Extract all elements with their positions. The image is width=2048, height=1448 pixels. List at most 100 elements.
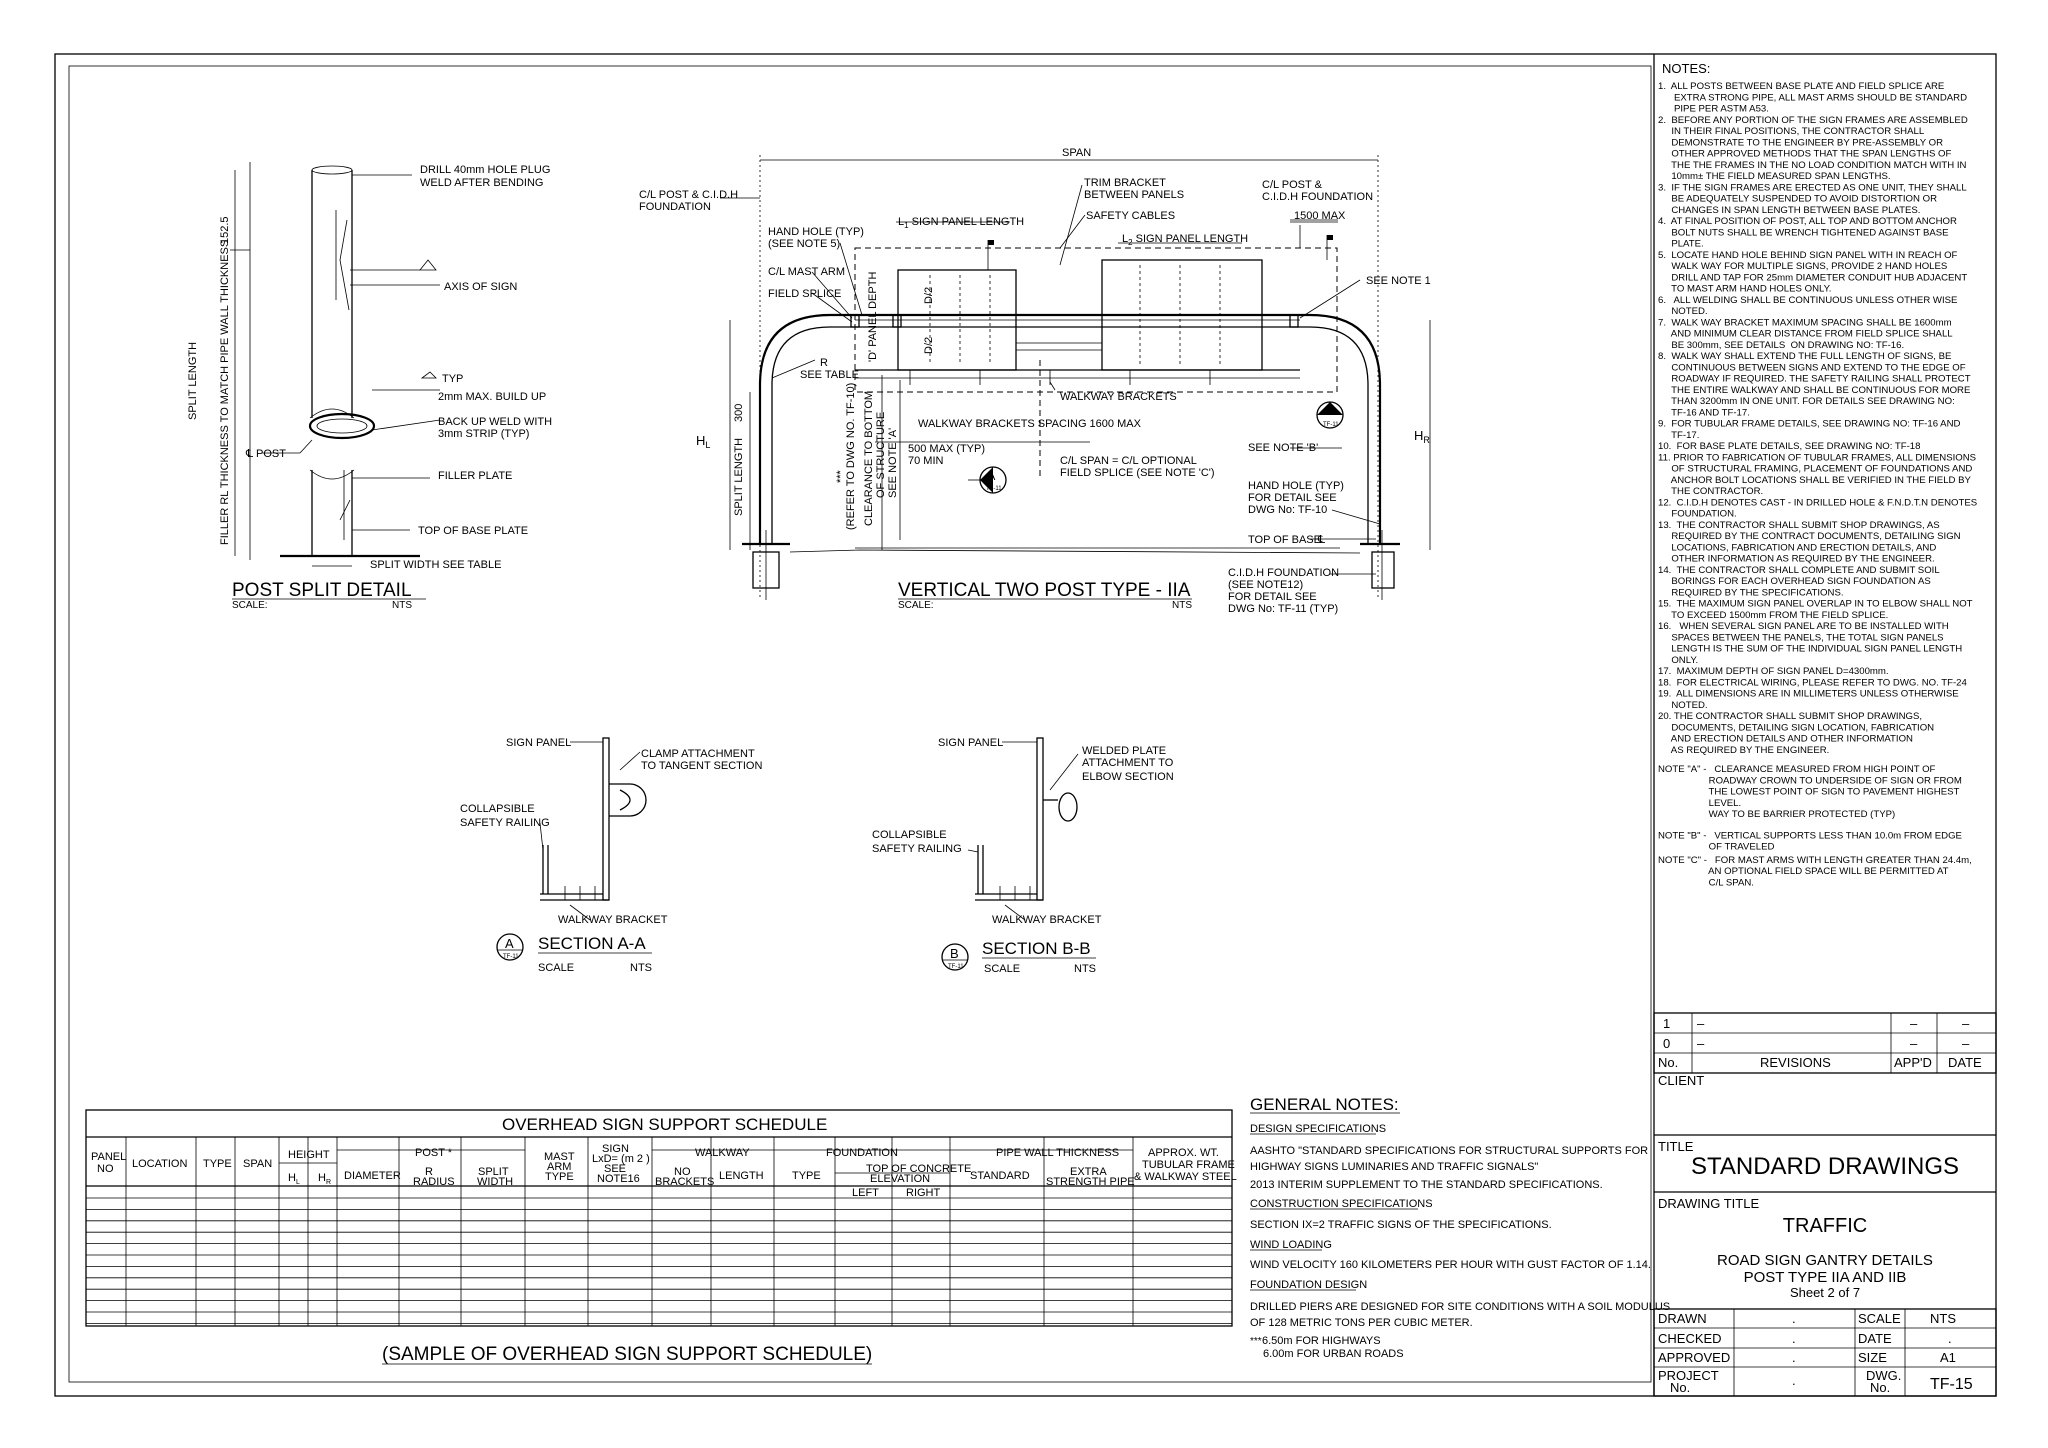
rev0-app: – — [1910, 1036, 1918, 1051]
cidh-label-4: DWG No: TF-11 (TYP) — [1228, 603, 1338, 615]
section-b-weld-3: ELBOW SECTION — [1082, 771, 1174, 783]
marker-b-letter: B — [1325, 406, 1332, 418]
rev1-desc: – — [1697, 1016, 1705, 1031]
note-line: 18. FOR ELECTRICAL WIRING, PLEASE REFER … — [1658, 677, 1968, 688]
cl-span-label-1: C/L SPAN = C/L OPTIONAL — [1060, 455, 1197, 467]
client-label: CLIENT — [1658, 1073, 1704, 1088]
h-standard: STANDARD — [970, 1170, 1030, 1182]
h-span: SPAN — [243, 1158, 272, 1170]
see-note-1-label: SEE NOTE 1 — [1366, 275, 1431, 287]
post-label: POST — [256, 448, 286, 460]
l1-letter: L — [898, 216, 904, 228]
note-line: BE 300mm, SEE DETAILS ON DRAWING NO: TF-… — [1658, 340, 1904, 351]
h-top-2: ELEVATION — [870, 1173, 930, 1185]
h-panel-1: PANEL — [91, 1151, 126, 1163]
schedule-caption: (SAMPLE OF OVERHEAD SIGN SUPPORT SCHEDUL… — [382, 1344, 872, 1365]
note-line: 1. ALL POSTS BETWEEN BASE PLATE AND FIEL… — [1658, 81, 1944, 92]
vertical-two-post-diagram: SPAN — [639, 147, 1431, 615]
h-walkway: WALKWAY — [695, 1147, 750, 1159]
note-line: PLATE. — [1658, 239, 1704, 250]
h-sw1: SPLIT — [478, 1166, 509, 1178]
rev-h-no: No. — [1658, 1055, 1678, 1070]
h-sign-2: LxD= (m 2 ) — [592, 1153, 650, 1165]
note-line: AND ERECTION DETAILS AND OTHER INFORMATI… — [1658, 734, 1913, 745]
note-line: NOTED. — [1658, 700, 1708, 711]
note-line: 4. AT FINAL POSITION OF POST, ALL TOP AN… — [1658, 216, 1957, 227]
h-sign-4: NOTE16 — [597, 1173, 640, 1185]
section-a-coll-1: COLLAPSIBLE — [460, 803, 535, 815]
min-70-label: 70 MIN — [908, 455, 944, 467]
note-line: BE ADEQUATELY SUSPENDED TO AVOID DISTORT… — [1658, 194, 1937, 205]
section-b-sign-panel: SIGN PANEL — [938, 737, 1003, 749]
section-a-scale: SCALE — [538, 962, 574, 974]
note-line: OTHER INFORMATION AS REQUIRED BY THE ENG… — [1658, 554, 1935, 565]
h-post: POST * — [415, 1147, 453, 1159]
rev1-date: – — [1962, 1016, 1970, 1031]
note-a-line: LEVEL. — [1658, 798, 1741, 809]
rev-h-rev: REVISIONS — [1760, 1055, 1831, 1070]
gn-urban: 6.00m FOR URBAN ROADS — [1263, 1348, 1404, 1360]
drawing-title-value: TRAFFIC — [1783, 1215, 1867, 1237]
h-left: LEFT — [852, 1187, 879, 1199]
section-marker-b: B TF-11 — [1316, 401, 1344, 429]
gn-piers-1: DRILLED PIERS ARE DESIGNED FOR SITE COND… — [1250, 1301, 1670, 1313]
project-value: . — [1792, 1373, 1796, 1388]
vertical-title: VERTICAL TWO POST TYPE - IIA — [898, 580, 1191, 601]
h-location: LOCATION — [132, 1158, 187, 1170]
note-line: DOCUMENTS, DETAILING SIGN LOCATION, FABR… — [1658, 722, 1934, 733]
rev0-date: – — [1962, 1036, 1970, 1051]
size-value: A1 — [1940, 1350, 1956, 1365]
clearance-label-3: SEE NOTE 'A' — [887, 428, 899, 498]
note-line: ROADWAY IF REQUIRED. THE SAFETY RAILING … — [1658, 374, 1971, 385]
section-b-weld-2: ATTACHMENT TO — [1082, 757, 1174, 769]
top-base-label: TOP OF BASE PLATE — [418, 525, 528, 537]
note-line: TO MAST ARM HAND HOLES ONLY. — [1658, 284, 1831, 295]
h-panel-2: NO — [97, 1163, 114, 1175]
note-line: BOLT NUTS SHALL BE WRENCH TIGHTENED AGAI… — [1658, 227, 1949, 238]
note-line: THE THE FRAMES IN THE NO LOAD CONDITION … — [1658, 160, 1967, 171]
section-b-tf: TF-11 — [948, 964, 964, 970]
h-height: HEIGHT — [288, 1149, 330, 1161]
note-line: EXTRA STRONG PIPE, ALL MAST ARMS SHOULD … — [1658, 92, 1967, 103]
note-line: ANCHOR BOLT LOCATIONS SHALL BE VERIFIED … — [1658, 475, 1972, 486]
h-approx-2: TUBULAR FRAME — [1142, 1159, 1235, 1171]
note-c-line: NOTE "C" - FOR MAST ARMS WITH LENGTH GRE… — [1658, 855, 1972, 866]
walkway-spacing-label: WALKWAY BRACKETS SPACING 1600 MAX — [918, 418, 1142, 430]
notes-heading: NOTES: — [1662, 61, 1710, 76]
cl-mast-label: C/L MAST ARM — [768, 266, 845, 278]
gn-wind: WIND LOADING — [1250, 1239, 1332, 1251]
section-marker-a: A TF-11 — [968, 466, 1007, 494]
filler-label: FILLER PLATE — [438, 470, 512, 482]
max-500-label: 500 MAX (TYP) — [908, 443, 985, 455]
gn-windv: WIND VELOCITY 160 KILOMETERS PER HOUR WI… — [1250, 1259, 1651, 1271]
section-b-coll-1: COLLAPSIBLE — [872, 829, 947, 841]
h-pipe: PIPE WALL THICKNESS — [996, 1147, 1119, 1159]
cl-post-r-label-1: C/L POST & — [1262, 179, 1323, 191]
note-a-line: WAY TO BE BARRIER PROTECTED (TYP) — [1658, 809, 1895, 820]
split-length-label: SPLIT LENGTH — [187, 342, 199, 420]
dwg-value: TF-15 — [1930, 1376, 1973, 1393]
rev1-no: 1 — [1663, 1016, 1670, 1031]
h-approx-1: APPROX. WT. — [1148, 1147, 1219, 1159]
d2-bottom-label: D/2 — [923, 337, 935, 354]
date-value: . — [1948, 1331, 1952, 1346]
note-line: 8. WALK WAY SHALL EXTEND THE FULL LENGTH… — [1658, 351, 1951, 362]
h-sign-1: SIGN — [602, 1143, 629, 1155]
schedule-table: OVERHEAD SIGN SUPPORT SCHEDULE PANEL NO … — [85, 1109, 1237, 1365]
section-a-tf: TF-11 — [503, 954, 519, 960]
rev-h-date: DATE — [1948, 1055, 1982, 1070]
size-label: SIZE — [1858, 1350, 1887, 1365]
drill-label: DRILL 40mm HOLE PLUG — [420, 164, 550, 176]
note-line: TF-16 AND TF-17. — [1658, 407, 1750, 418]
gn-aashto-1: AASHTO "STANDARD SPECIFICATIONS FOR STRU… — [1250, 1145, 1648, 1157]
h-hr: HR — [318, 1172, 331, 1186]
notes-panel: NOTES: 1. ALL POSTS BETWEEN BASE PLATE A… — [1658, 61, 1977, 888]
cl-span-label-2: FIELD SPLICE (SEE NOTE 'C') — [1060, 467, 1215, 479]
note-line: ONLY. — [1658, 655, 1698, 666]
note-line: REQUIRED BY THE SPECIFICATIONS. — [1658, 587, 1844, 598]
see-note-b-label: SEE NOTE 'B' — [1248, 442, 1318, 454]
l1-text: SIGN PANEL LENGTH — [909, 216, 1025, 228]
section-b-tag: B — [950, 946, 959, 961]
section-b-weld-1: WELDED PLATE — [1082, 745, 1166, 757]
h-top-1: TOP OF CONCRETE — [866, 1163, 971, 1175]
